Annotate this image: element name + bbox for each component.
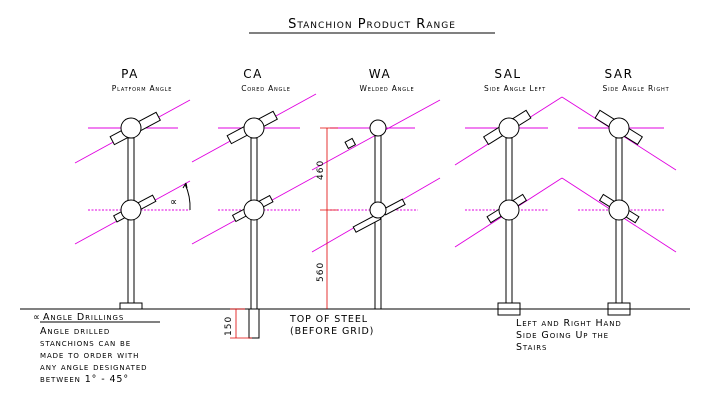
ball-joint [498, 117, 520, 139]
top-of-steel-label: TOP OF STEEL [289, 314, 368, 325]
rail-stub [344, 137, 357, 150]
stanchion-sar [561, 96, 677, 316]
ball-joint [243, 199, 265, 221]
rail-stub [382, 198, 406, 216]
stanchion-ca: 150 [191, 93, 317, 339]
dimension-base-label: 150 [224, 316, 234, 336]
angle-arc [184, 183, 191, 211]
diagram-title: Stanchion Product Range [288, 17, 456, 32]
angle-drillings-heading: Angle Drillings [43, 312, 124, 323]
ball-joint [608, 199, 630, 221]
product-name-wa: Welded Angle [360, 84, 415, 93]
angle-drillings-line: any angle designated [40, 362, 147, 373]
core-socket [248, 308, 260, 339]
product-code-ca: CA [243, 67, 263, 81]
stanchion-wa: 460 560 [311, 99, 441, 310]
angle-drillings-line: between 1° - 45° [40, 374, 129, 385]
post [505, 137, 513, 310]
angle-arrow [182, 182, 188, 189]
product-code-sal: SAL [494, 67, 521, 81]
product-code-wa: WA [369, 67, 391, 81]
angle-drillings-line: Angle drilled [40, 326, 110, 337]
product-name-ca: Cored Angle [241, 84, 291, 93]
stairs-note-line: Left and Right Hand [516, 318, 622, 329]
product-name-pa: Platform Angle [112, 84, 172, 93]
product-name-sal: Side Angle Left [484, 84, 546, 93]
base-plate [119, 302, 143, 310]
post [615, 137, 623, 310]
product-code-pa: PA [121, 67, 139, 81]
angle-drillings-symbol: ∝ [33, 312, 41, 323]
ball-joint [120, 117, 142, 139]
ball-joint [120, 199, 142, 221]
stanchion-sal [454, 96, 563, 316]
angle-symbol: ∝ [170, 197, 177, 208]
ball-joint [243, 117, 265, 139]
stanchion-pa: ∝ [74, 99, 191, 310]
stairs-note-line: Stairs [516, 342, 547, 353]
stairs-note-line: Side Going Up the [516, 330, 609, 341]
product-code-sar: SAR [605, 67, 634, 81]
ball-joint [498, 199, 520, 221]
before-grid-label: (BEFORE GRID) [290, 326, 374, 337]
ball-joint [608, 117, 630, 139]
post [250, 137, 258, 314]
angle-drillings-line: made to order with [40, 350, 139, 361]
product-name-sar: Side Angle Right [603, 84, 670, 93]
angle-drillings-note: ∝ Angle Drillings Angle drilled stanchio… [33, 312, 160, 385]
ball-joint [369, 119, 387, 137]
dimension-upper-label: 460 [316, 160, 326, 180]
dimension-lower-label: 560 [316, 262, 326, 282]
angle-drillings-line: stanchions can be [40, 338, 131, 349]
post [127, 137, 135, 310]
ball-joint [369, 201, 387, 219]
